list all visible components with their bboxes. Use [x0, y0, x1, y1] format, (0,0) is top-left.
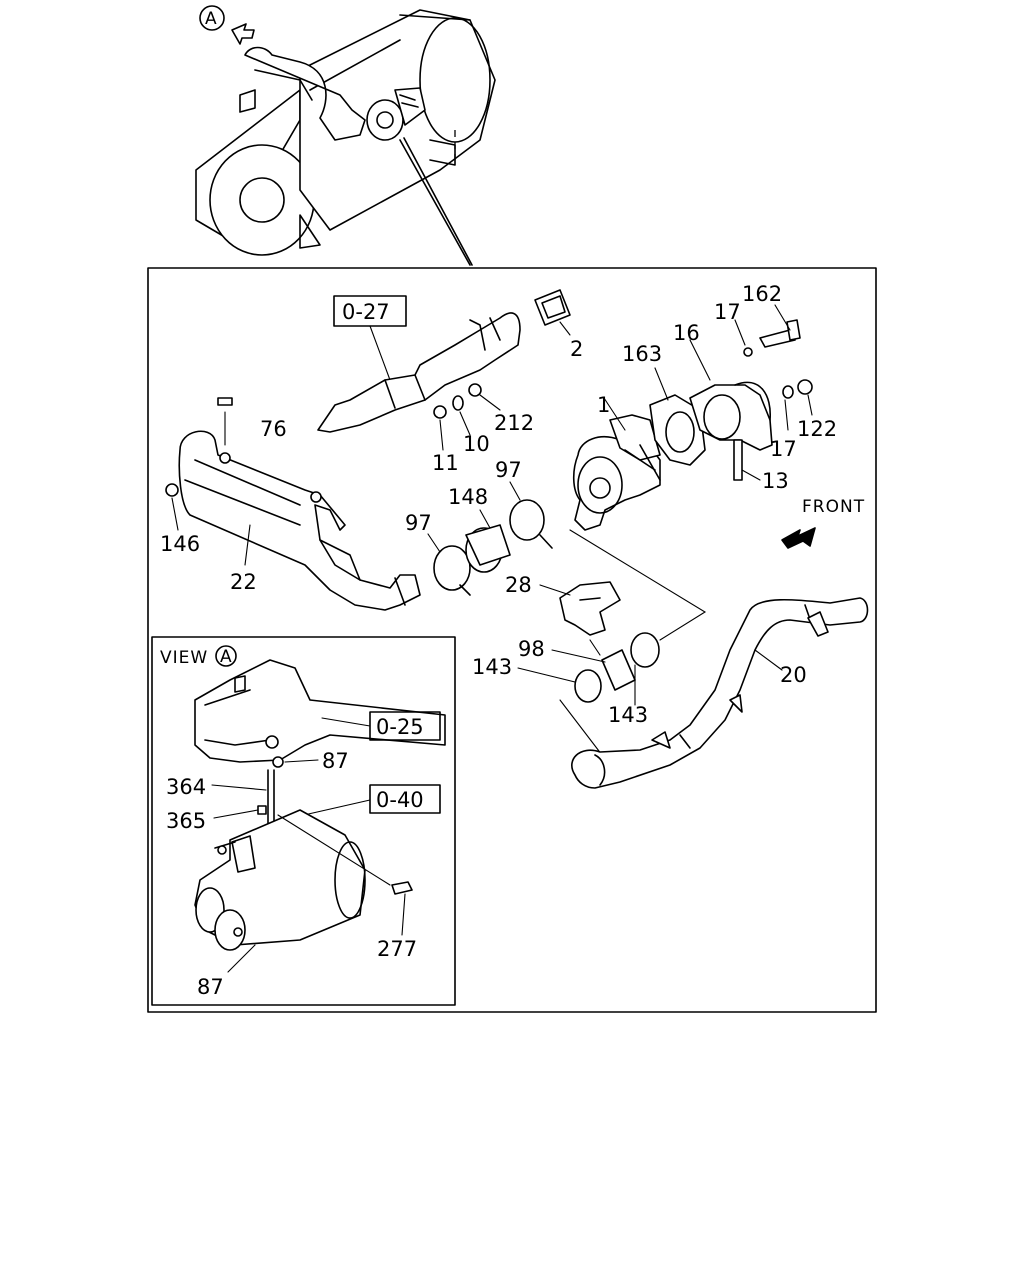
label-part-122: 122: [797, 417, 837, 441]
label-part-2: 2: [570, 337, 583, 361]
view-a-marker: A: [199, 5, 255, 45]
label-part-28: 28: [505, 573, 532, 597]
part-16-elbow: [689, 339, 773, 451]
label-part-163: 163: [622, 342, 662, 366]
label-part-97a: 97: [495, 458, 522, 482]
ref-box-0-40: 0-40: [281, 784, 441, 821]
engine-overview: [195, 9, 496, 266]
detail-frame: [147, 267, 877, 1013]
label-part-162: 162: [742, 282, 782, 306]
label-part-20: 20: [780, 663, 807, 687]
bolts-right: [733, 304, 813, 481]
ref-box-0-27: 0-27: [333, 295, 407, 381]
ref-box-0-25: 0-25: [321, 711, 441, 741]
label-part-143a: 143: [472, 655, 512, 679]
hose-clamps-lower: [517, 581, 660, 756]
exhaust-pipe-upper: [317, 312, 521, 433]
label-part-212: 212: [494, 411, 534, 435]
label-part-148: 148: [448, 485, 488, 509]
part-22-air-duct: [165, 397, 421, 611]
label-part-13: 13: [762, 469, 789, 493]
svg-text:VIEW: VIEW: [160, 648, 208, 668]
label-part-97b: 97: [405, 511, 432, 535]
part-2-gasket: [534, 289, 571, 336]
part-labels: 2 1 163 16 17 162 17 122 13 76 11 10 212…: [160, 282, 837, 999]
label-part-76: 76: [260, 417, 287, 441]
label-part-11: 11: [432, 451, 459, 475]
label-part-146: 146: [160, 532, 200, 556]
label-part-16: 16: [673, 321, 700, 345]
svg-text:0-40: 0-40: [376, 788, 424, 812]
label-part-143b: 143: [608, 703, 648, 727]
svg-text:A: A: [220, 647, 233, 667]
label-part-10: 10: [463, 432, 490, 456]
label-part-365: 365: [166, 809, 206, 833]
part-20-pipe: [571, 597, 869, 789]
label-part-87a: 87: [322, 749, 349, 773]
view-a-manifold: [194, 659, 446, 763]
svg-text:0-27: 0-27: [342, 300, 390, 324]
svg-text:0-25: 0-25: [376, 715, 424, 739]
turbocharger: [572, 397, 661, 531]
label-part-277: 277: [377, 937, 417, 961]
front-label: FRONT: [802, 497, 865, 517]
label-part-98: 98: [518, 637, 545, 661]
label-part-22: 22: [230, 570, 257, 594]
view-a-pump: [194, 809, 413, 973]
clamps-hose: [427, 481, 707, 641]
view-a-inset-frame: [151, 636, 456, 1006]
nuts-washers-upper: [433, 383, 501, 451]
view-marker-letter: A: [205, 9, 218, 29]
label-part-364: 364: [166, 775, 206, 799]
label-part-1: 1: [597, 393, 610, 417]
label-part-87b: 87: [197, 975, 224, 999]
view-a-title: VIEW A: [160, 645, 237, 668]
label-part-17a: 17: [714, 300, 741, 324]
part-163-gasket: [649, 367, 706, 466]
front-arrow: FRONT: [781, 497, 865, 549]
label-part-17b: 17: [770, 437, 797, 461]
